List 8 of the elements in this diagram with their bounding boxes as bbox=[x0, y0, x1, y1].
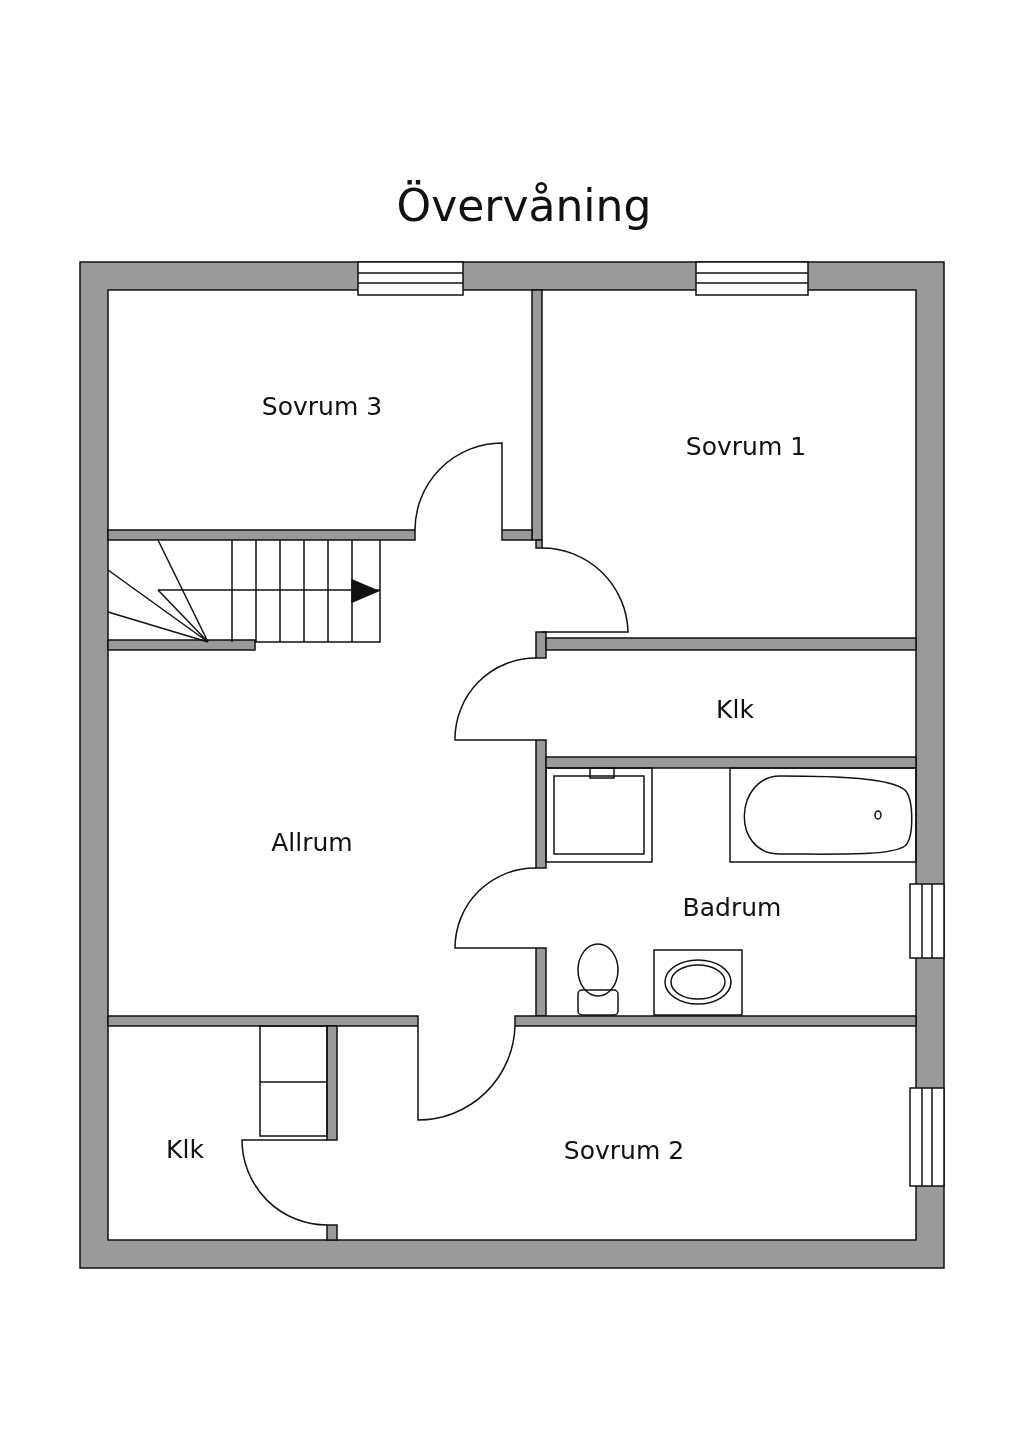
room-label: Allrum bbox=[271, 827, 353, 857]
room-label: Sovrum 2 bbox=[563, 1135, 685, 1165]
room-label: Klk bbox=[716, 694, 754, 724]
room-label: Badrum bbox=[682, 892, 782, 922]
room-label: Klk bbox=[166, 1134, 204, 1164]
plan-title: Övervåning bbox=[396, 179, 652, 231]
room-label: Sovrum 1 bbox=[685, 431, 807, 461]
room-label: Sovrum 3 bbox=[261, 391, 383, 421]
